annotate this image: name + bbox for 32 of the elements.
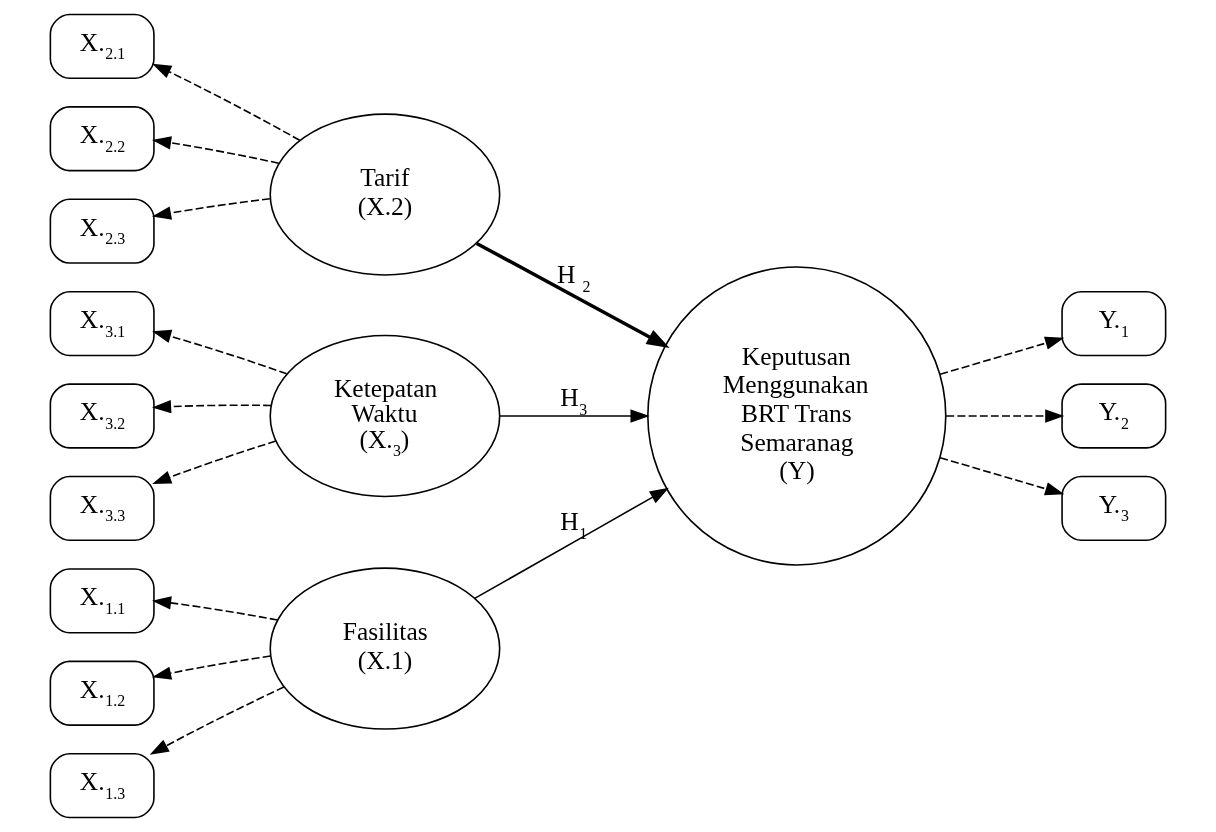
- node-box: X.$_{2.2}$: [49, 106, 155, 172]
- node-box: X.$_{2.3}$: [49, 198, 155, 264]
- arrow: [152, 329, 288, 375]
- node-box: X.$_{3.2}$: [49, 383, 155, 449]
- node-ellipse: Ketepatan Waktu (X.$_{3}$): [269, 334, 501, 498]
- node-box: Y.$_{1}$: [1061, 290, 1167, 357]
- arrow: [151, 399, 272, 414]
- arrow: [149, 686, 285, 755]
- node-ellipse: Tarif (X.2): [269, 113, 501, 276]
- arrow: [152, 63, 301, 142]
- node-box: X.$_{2.1}$: [49, 13, 155, 80]
- node-box: X.$_{3.1}$: [49, 290, 155, 357]
- arrow: [499, 409, 650, 423]
- node-box: Y.$_{2}$: [1061, 383, 1167, 449]
- node-box: X.$_{1.1}$: [49, 568, 155, 634]
- arrow: [945, 409, 1065, 423]
- node-box: X.$_{1.2}$: [49, 660, 155, 726]
- arrow: [152, 596, 279, 621]
- arrow: [939, 456, 1065, 496]
- edge-label: H $_{2}$: [557, 260, 591, 295]
- node-box: X.$_{1.3}$: [49, 752, 155, 819]
- arrow: [475, 241, 670, 348]
- edge-label: H$_{3}$: [560, 383, 588, 418]
- node-box: X.$_{3.3}$: [49, 475, 155, 542]
- node-ellipse: Fasilitas (X.1): [269, 567, 501, 730]
- arrow: [152, 136, 280, 164]
- arrow: [152, 198, 271, 220]
- arrow: [152, 655, 272, 680]
- node-box: Y.$_{3}$: [1061, 475, 1167, 542]
- arrow: [152, 440, 277, 485]
- arrow: [473, 487, 669, 600]
- arrow: [939, 336, 1065, 376]
